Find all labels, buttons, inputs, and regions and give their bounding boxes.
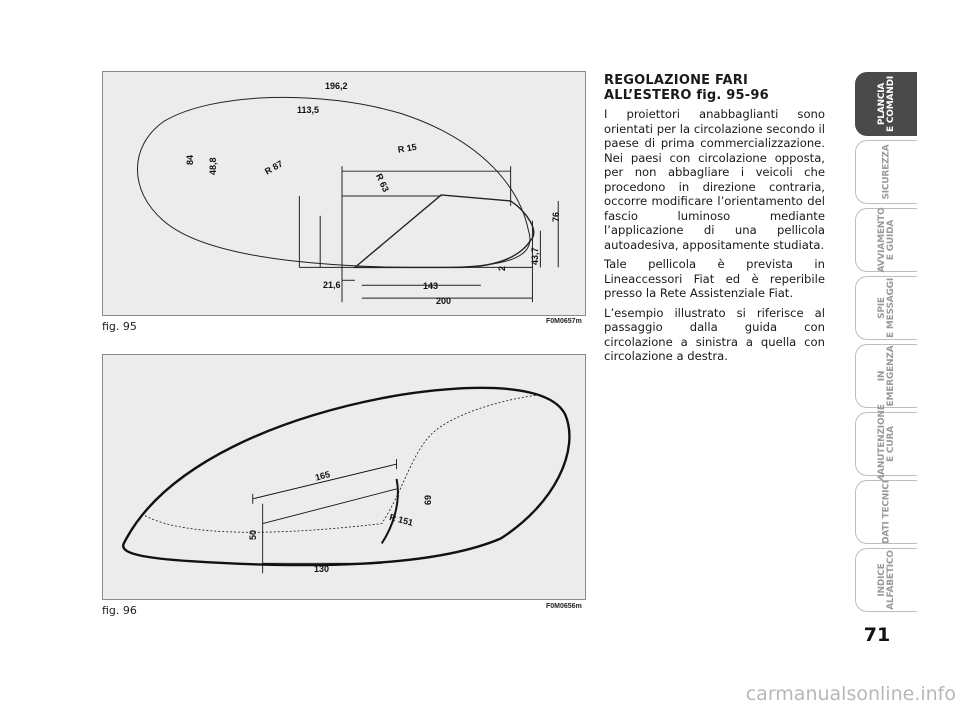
- tab-label: IN EMERGENZA: [876, 345, 896, 407]
- tab-label: PLANCIA E COMANDI: [876, 75, 896, 133]
- fig95-dimension-label: 113,5: [297, 105, 320, 115]
- tab-label: MANUTENZIONE E CURA: [876, 404, 896, 484]
- headlight-sticker-diagram-96: [122, 386, 571, 574]
- fig95-dimension-label: 143: [423, 281, 439, 291]
- article-paragraph: L’esempio illustrato si riferisce al pas…: [604, 305, 825, 364]
- article-title-line2: ALL’ESTERO fig. 95-96: [604, 88, 769, 103]
- page-number: 71: [863, 624, 891, 646]
- tab-dati-tecnici[interactable]: DATI TECNICI: [855, 480, 917, 544]
- fig96-dimension-label: 50: [248, 529, 258, 540]
- figure-96: [102, 354, 586, 600]
- article-paragraph: I proiettori anabbaglianti sono orientat…: [604, 107, 825, 252]
- tab-manutenzione-e-cura[interactable]: MANUTENZIONE E CURA: [855, 404, 917, 484]
- article-paragraph: Tale pellicola è prevista in Lineaccesso…: [604, 257, 825, 300]
- figure-95-caption: fig. 95: [102, 320, 137, 333]
- figure-95: [102, 71, 586, 316]
- fig95-dimension-label: 76: [551, 211, 561, 222]
- tab-label: SPIE E MESSAGGI: [876, 277, 896, 339]
- tab-label: SICUREZZA: [881, 144, 891, 200]
- figure-95-code: F0M0657m: [546, 318, 582, 325]
- tab-avviamento-e-guida[interactable]: AVVIAMENTO E GUIDA: [855, 207, 917, 273]
- fig95-dimension-label: 84: [185, 154, 195, 165]
- figure-96-code: F0M0656m: [546, 603, 582, 610]
- headlight-sticker-diagram-95: [136, 96, 559, 303]
- tab-label: AVVIAMENTO E GUIDA: [876, 207, 896, 273]
- fig95-dimension-label: 21,6: [323, 280, 341, 290]
- tab-label: INDICE ALFABETICO: [876, 550, 896, 610]
- fig96-dimension-label: 130: [314, 564, 330, 574]
- tab-sicurezza[interactable]: SICUREZZA: [855, 140, 917, 204]
- figure-96-caption: fig. 96: [102, 604, 137, 617]
- tab-indice-alfabetico[interactable]: INDICE ALFABETICO: [855, 548, 917, 612]
- fig95-dimension-label: 48,8: [208, 157, 218, 175]
- fig96-dimension-label: 69: [423, 494, 433, 505]
- tab-label: DATI TECNICI: [881, 480, 891, 544]
- fig95-dimension-label: 200: [436, 296, 452, 306]
- article-title: REGOLAZIONE FARI ALL’ESTERO fig. 95-96: [604, 73, 825, 103]
- article: REGOLAZIONE FARI ALL’ESTERO fig. 95-96 I…: [604, 73, 825, 369]
- fig95-dimension-label: 196,2: [325, 81, 348, 91]
- tab-in-emergenza[interactable]: IN EMERGENZA: [855, 344, 917, 408]
- fig95-dimension-label: 43,7: [530, 247, 540, 265]
- watermark: carmanualsonline.info: [745, 683, 956, 705]
- tab-plancia-e-comandi[interactable]: PLANCIA E COMANDI: [855, 72, 917, 136]
- tab-spie-e-messaggi[interactable]: SPIE E MESSAGGI: [855, 276, 917, 340]
- article-title-line1: REGOLAZIONE FARI: [604, 73, 749, 88]
- fig95-dimension-label: 2: [497, 265, 507, 271]
